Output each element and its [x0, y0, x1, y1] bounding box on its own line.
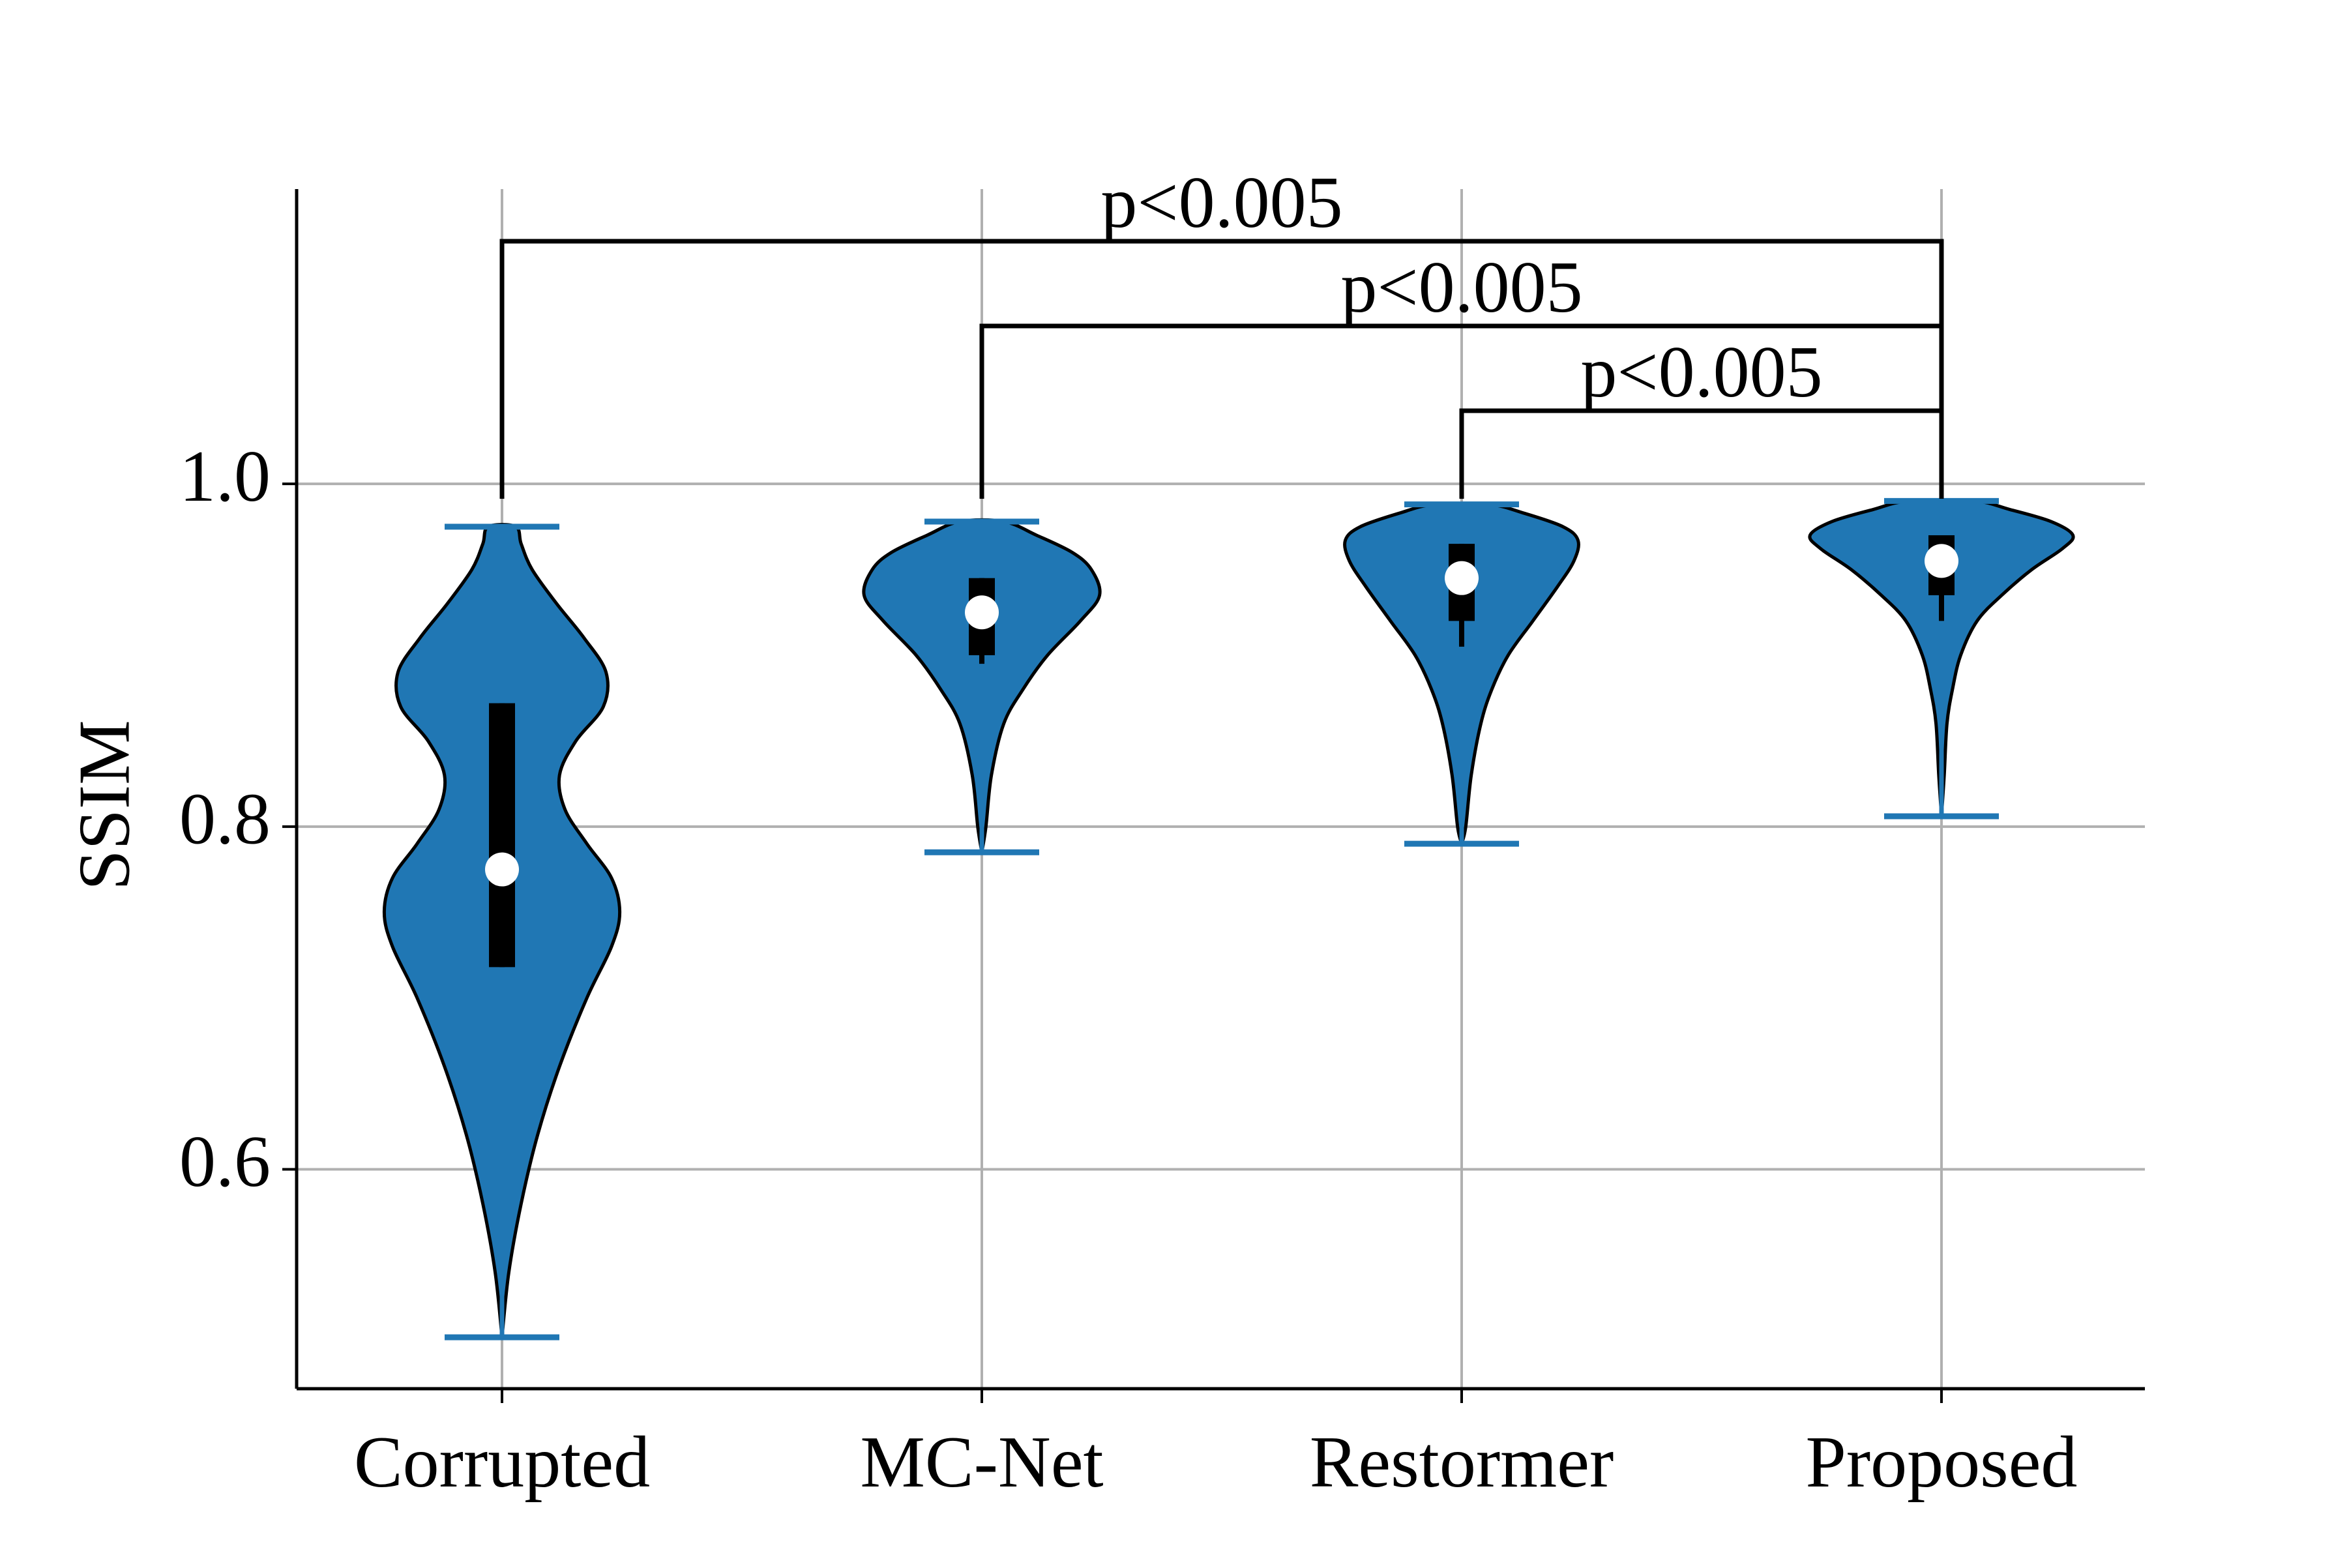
significance-label: p<0.005 — [1100, 162, 1342, 243]
y-tick-label: 0.8 — [179, 779, 271, 860]
x-tick-label: Proposed — [1806, 1422, 2078, 1503]
significance-bracket — [1459, 408, 1944, 499]
y-axis-label: SSIM — [65, 720, 145, 890]
x-tick-label: Restormer — [1310, 1422, 1614, 1503]
grid-layer — [297, 189, 2145, 1389]
violin-layer — [382, 497, 2075, 1340]
significance-label: p<0.005 — [1340, 247, 1582, 328]
x-tick-label: Corrupted — [354, 1422, 650, 1503]
violin-median-marker — [1445, 561, 1479, 595]
y-tick-label: 0.6 — [179, 1121, 271, 1202]
x-tick-label: MC-Net — [860, 1422, 1103, 1503]
y-tick-label: 1.0 — [179, 436, 271, 517]
violin-iqr-box — [489, 703, 515, 968]
violin-median-marker — [1925, 544, 1958, 578]
violin-median-marker — [485, 852, 519, 887]
significance-label: p<0.005 — [1580, 332, 1822, 413]
violin-median-marker — [965, 595, 999, 630]
